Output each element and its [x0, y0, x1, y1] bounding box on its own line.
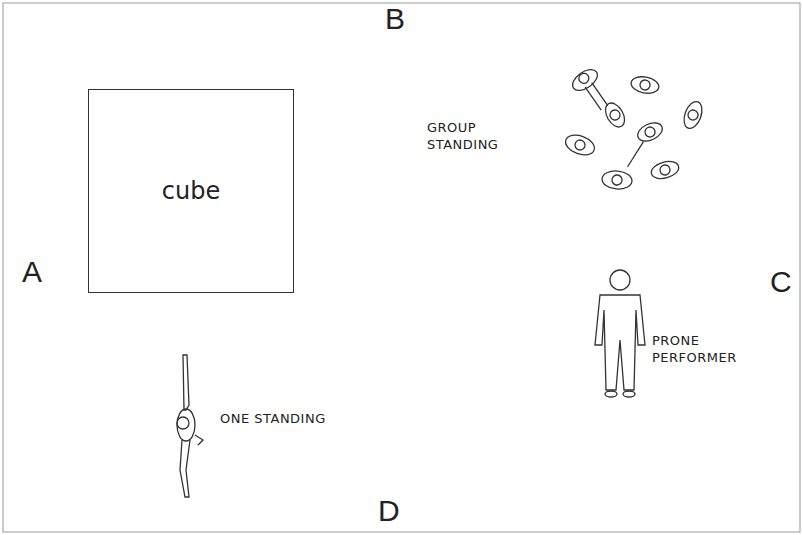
cube-box: cube: [88, 89, 294, 293]
direction-letter: B: [385, 2, 405, 36]
direction-letter: A: [22, 255, 42, 289]
one-standing-figure: [177, 355, 203, 497]
prone-figure: [595, 270, 645, 397]
group-figures: [563, 65, 705, 190]
figure-note: GROUP STANDING: [427, 120, 527, 154]
direction-letter: D: [378, 494, 400, 528]
direction-letter: C: [770, 265, 792, 299]
node-label: cube: [162, 177, 220, 205]
figure-note: PRONE PERFORMER: [652, 333, 764, 367]
figure-note: ONE STANDING: [220, 411, 326, 428]
page-border: [3, 3, 800, 532]
